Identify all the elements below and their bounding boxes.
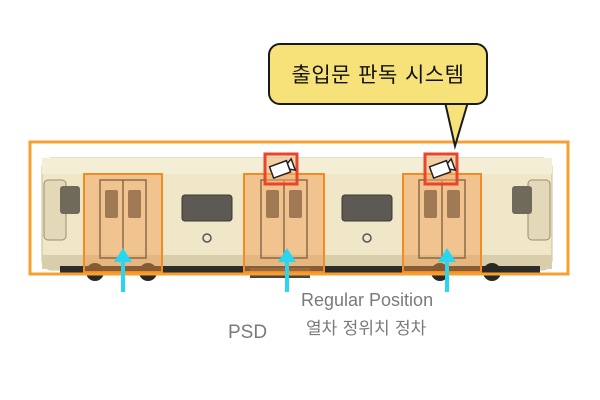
sensor-box-2 [423,152,459,186]
callout-bubble: 출입문 판독 시스템 [268,43,488,105]
window-right [341,194,393,222]
regular-position-korean-label: 열차 정위치 정차 [306,319,427,339]
psd-frame [28,140,570,276]
regular-position-label: Regular Position [301,290,434,310]
camera-icon [268,157,297,180]
sensor-box-1 [263,152,299,186]
camera-icon [428,157,457,180]
door-2 [260,179,308,259]
callout-text: 출입문 판독 시스템 [291,63,465,87]
window-left [181,194,233,222]
emblem-left [202,233,212,243]
up-arrow-icon [114,248,132,292]
up-arrow-icon [438,248,456,292]
door-3 [418,179,466,259]
up-arrow-icon [278,248,296,292]
psd-label: PSD [228,322,268,343]
emblem-right [362,233,372,243]
